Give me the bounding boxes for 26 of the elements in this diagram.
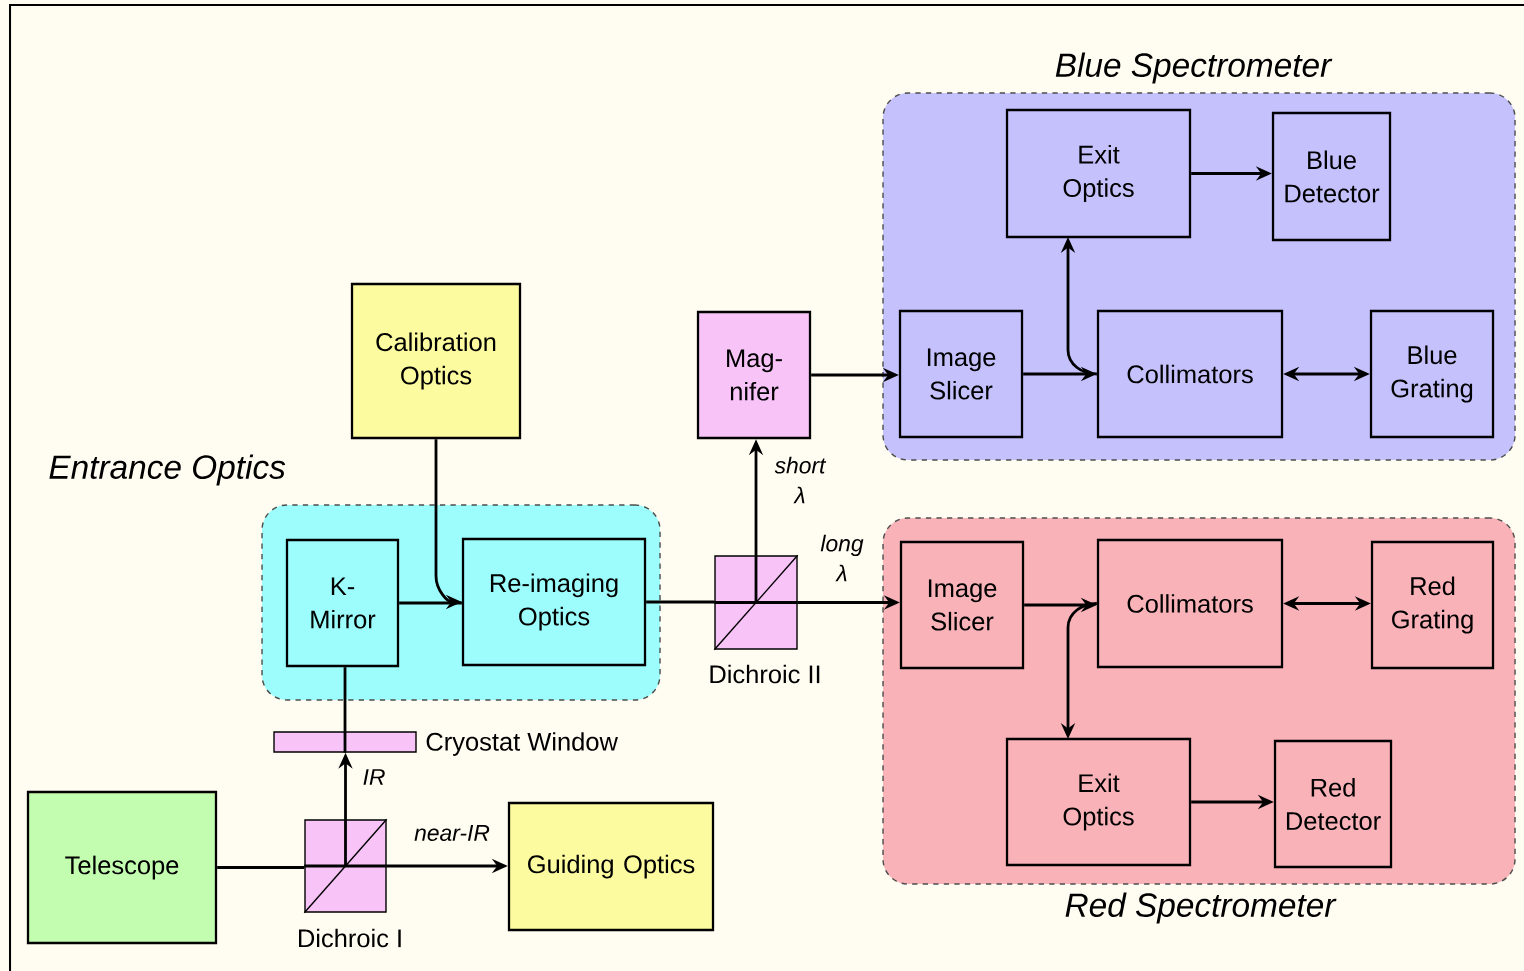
process-box: Image Slicer: [899, 540, 1025, 670]
group-heading: Blue Spectrometer: [1055, 52, 1333, 84]
process-box: Exit Optics: [1005, 737, 1192, 867]
component-label: Dichroic II: [710, 664, 820, 684]
group-heading: Entrance Optics: [49, 454, 286, 486]
process-box: Image Slicer: [898, 309, 1024, 439]
process-box: Exit Optics: [1005, 108, 1192, 239]
process-box: Collimators: [1096, 309, 1284, 439]
component-label: Cryostat Window: [426, 732, 618, 756]
edge-label: IR: [357, 767, 391, 787]
process-box: Telescope: [26, 790, 218, 945]
process-box: K- Mirror: [285, 538, 400, 668]
process-box: Collimators: [1096, 538, 1284, 669]
process-box: Blue Grating: [1369, 309, 1495, 439]
process-box: Calibration Optics: [350, 282, 522, 440]
component-label: Dichroic I: [299, 928, 401, 948]
process-box: Red Grating: [1370, 540, 1495, 670]
edge-label: short λ: [768, 455, 832, 505]
edge-label: long λ: [815, 533, 869, 583]
edge-label: near-IR: [405, 823, 499, 843]
process-box: Re-imaging Optics: [461, 537, 647, 667]
group-heading: Red Spectrometer: [1065, 892, 1337, 924]
process-box: Blue Detector: [1271, 111, 1392, 242]
process-box: Mag- nifer: [696, 310, 812, 440]
process-box: Red Detector: [1273, 739, 1393, 869]
process-box: Guiding Optics: [507, 801, 715, 932]
